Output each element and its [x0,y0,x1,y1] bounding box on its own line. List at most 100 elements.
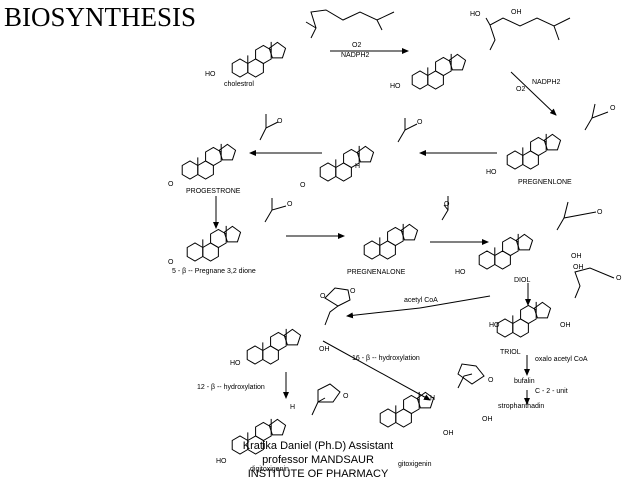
credit-line-1: Kratika Daniel (Ph.D) Assistant [242,440,394,452]
digitoxigenin-label: digitoxigenin [250,466,289,473]
atom-ho-pregnenlone: HO [486,169,497,176]
pregnenlone-structure-ring-d [543,133,562,151]
lactone-steroid-structure [246,287,351,365]
reagent-o2: O2 [352,42,361,49]
progestrone-structure-ring-d [218,143,237,161]
dihydroxycholestrol-structure-ring-d [448,53,467,71]
diol-structure-ring-d [515,233,534,251]
gitoxigenin-label: gitoxigenin [398,461,432,468]
diol-structure-ring-a [478,250,496,270]
diol-acetyl [556,211,597,231]
pregnenlone-acetyl [584,111,609,131]
dione-acetyl [264,205,287,223]
atom-oh-diol: OH [571,253,582,260]
atom-ho-sidechain: HO [470,11,481,18]
reagent-12b-hydroxylation: 12 - β -- hydroxylation [197,384,265,391]
atom-o-pregnenalone: O [444,201,450,208]
digitoxigenin-structure [231,383,341,455]
pregnane-dione-structure-ring-d [223,225,242,243]
progestrone-structure-ring-a [181,160,199,180]
triol-label: TRIOL [500,349,521,356]
author-credit: Kratika Daniel (Ph.D) Assistant professo… [228,439,408,481]
cholestrol-structure [231,9,395,78]
cholestrol-branch [376,19,383,31]
reagent-acetyl-coa: acetyl CoA [404,297,438,304]
atom-o-lactone-carbonyl: O [350,288,356,295]
reagent-o2-b: O2 [516,86,525,93]
atom-ho-triol: HO [489,322,500,329]
atom-ho-diol22: HO [390,83,401,90]
atom-o-pregnenlone: O [610,105,616,112]
cholestrol-label: cholestrol [224,81,254,88]
reagent-oxaloacetyl-coa: oxalo acetyl CoA [535,356,588,363]
atom-o-gitoxigenin: O [488,377,494,384]
reagent-c2-unit: C - 2 - unit [535,388,568,395]
reagent-nadph2-b: NADPH2 [532,79,561,86]
digitoxigenin-structure-ring-d [268,418,287,436]
pregnenalone-label: PREGNENALONE [347,269,406,276]
bufalin-label: bufalin [514,378,535,385]
pregnenalone-structure [363,196,449,260]
gitoxigenin-link [457,373,473,389]
gitoxigenin-structure-ring-d [416,391,435,409]
arrow-diol-to-lactone [419,295,491,309]
atom-oh-lactone-steroid: OH [319,346,330,353]
atom-o-diol: O [597,209,603,216]
page-title: BIOSYNTHESIS [4,2,197,32]
progesterone-isomer-structure [319,118,418,182]
arrow-diol-to-pregnenlone [510,71,557,116]
cholestrol-structure-ring-d [268,41,287,59]
lactone-steroid-structure-ring-d [283,328,302,346]
atom-o-dione: O [287,201,293,208]
dihydroxycholestrol-structure-ring-a [411,70,429,90]
gitoxigenin-structure [379,363,485,428]
triol-structure-ring-a [496,318,514,338]
atom-oh-gitoxigenin-14: OH [443,430,454,437]
atom-oh-sidechain: OH [511,9,522,16]
atom-oh-triol-top: OH [573,264,584,271]
cholestrol-sidechain [310,9,395,39]
pregnenlone-methyl [591,103,596,119]
progestrone-structure [181,114,279,180]
strophanthadin-label: strophanthadin [498,403,544,410]
diol-structure [478,201,597,270]
credit-line-3: INSTITUTE OF PHARMACY [247,468,389,480]
pregnenalone-structure-ring-a [363,240,381,260]
atom-oh-triol: OH [560,322,571,329]
reagent-nadph2: NADPH2 [341,52,370,59]
atom-h-isomer: H [355,163,360,170]
progesterone-isomer-structure-ring-a [319,162,337,182]
arrow-acetylcoa [346,307,421,319]
digitoxigenin-lactone [317,383,341,403]
triol-structure-ring-d [533,301,552,319]
arrow-16b-hydroxylation [322,340,431,401]
cholestrol-methyl [305,21,317,29]
isomer-acetyl [397,123,418,143]
gitoxigenin-structure-ring-a [379,408,397,428]
triol-sidechain [574,267,615,299]
atom-o3-dione: O [168,259,174,266]
cholestrol-structure-ring-a [231,58,249,78]
atom-o-progestrone: O [277,118,283,125]
atom-h-digitoxigenin: H [290,404,295,411]
atom-o-digitoxigenin: O [343,393,349,400]
dihydroxy-branch [553,25,560,41]
lactone-ring [324,287,351,307]
atom-ho-cholestrol: HO [205,71,216,78]
atom-h-gitoxigenin: H [430,395,435,402]
atom-ho-lactone-steroid: HO [230,360,241,367]
progesterone-isomer-structure-ring-d [356,145,375,163]
pregnenlone-label: PREGNENLONE [518,179,572,186]
atom-o-lactone-ring: O [320,293,326,300]
atom-ho-diol: HO [455,269,466,276]
dihydroxycholestrol-structure [411,17,571,90]
dihydroxy-sidechain [489,17,571,51]
credit-line-2: professor MANDSAUR [262,454,374,466]
pregnenlone-structure [506,103,609,170]
progestrone-acetyl [259,121,279,141]
pregnane-dione-structure-ring-a [186,242,204,262]
atom-o-triol: O [616,275,622,282]
atom-o-isomer: O [417,119,423,126]
pregnenalone-structure-ring-d [400,223,419,241]
